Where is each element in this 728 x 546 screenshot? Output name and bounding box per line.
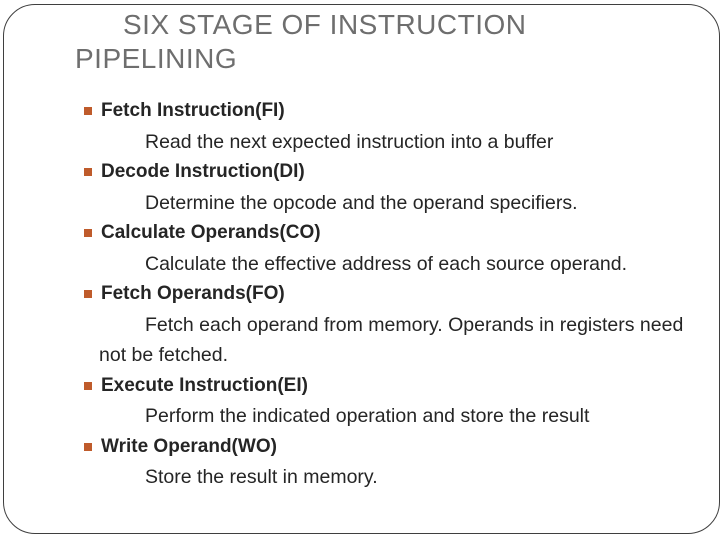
slide-title: SIX STAGE OF INSTRUCTION PIPELINING: [75, 8, 695, 76]
list-item: Write Operand(WO) Store the result in me…: [84, 432, 700, 493]
stage-description: Perform the indicated operation and stor…: [145, 405, 590, 427]
slide-title-line-2: PIPELINING: [75, 43, 238, 74]
square-bullet-icon: [84, 381, 92, 390]
square-bullet-icon: [84, 290, 92, 298]
stage-heading: Write Operand(WO): [84, 432, 700, 463]
stage-heading: Decode Instruction(DI): [84, 157, 700, 188]
list-item: Fetch Instruction(FI) Read the next expe…: [84, 96, 700, 157]
list-item: Decode Instruction(DI) Determine the opc…: [84, 157, 700, 218]
stage-heading: Fetch Instruction(FI): [84, 96, 700, 127]
slide-border: [3, 4, 720, 534]
stage-list: Fetch Instruction(FI) Read the next expe…: [84, 96, 700, 493]
stage-heading-label: Fetch Instruction(FI): [101, 100, 285, 121]
slide-title-line-1: SIX STAGE OF INSTRUCTION: [123, 9, 527, 40]
stage-description: Fetch each operand from memory. Operands…: [99, 313, 684, 367]
list-item: Fetch Operands(FO) Fetch each operand fr…: [84, 279, 700, 371]
square-bullet-icon: [84, 168, 92, 176]
stage-heading-label: Write Operand(WO): [101, 435, 277, 457]
stage-heading: Fetch Operands(FO): [84, 279, 700, 310]
square-bullet-icon: [84, 229, 92, 237]
stage-heading-label: Fetch Operands(FO): [101, 283, 285, 304]
stage-heading-label: Execute Instruction(EI): [101, 374, 308, 396]
stage-heading-label: Calculate Operands(CO): [101, 222, 321, 243]
stage-heading: Execute Instruction(EI): [84, 371, 700, 402]
stage-description: Determine the opcode and the operand spe…: [145, 191, 578, 214]
square-bullet-icon: [84, 107, 92, 115]
square-bullet-icon: [84, 442, 92, 451]
stage-heading-label: Decode Instruction(DI): [101, 161, 305, 182]
list-item: Calculate Operands(CO) Calculate the eff…: [84, 218, 700, 279]
stage-description: Store the result in memory.: [145, 466, 378, 488]
stage-description: Read the next expected instruction into …: [145, 130, 554, 153]
list-item: Execute Instruction(EI) Perform the indi…: [84, 371, 700, 432]
stage-description: Calculate the effective address of each …: [145, 252, 628, 275]
stage-heading: Calculate Operands(CO): [84, 218, 700, 249]
